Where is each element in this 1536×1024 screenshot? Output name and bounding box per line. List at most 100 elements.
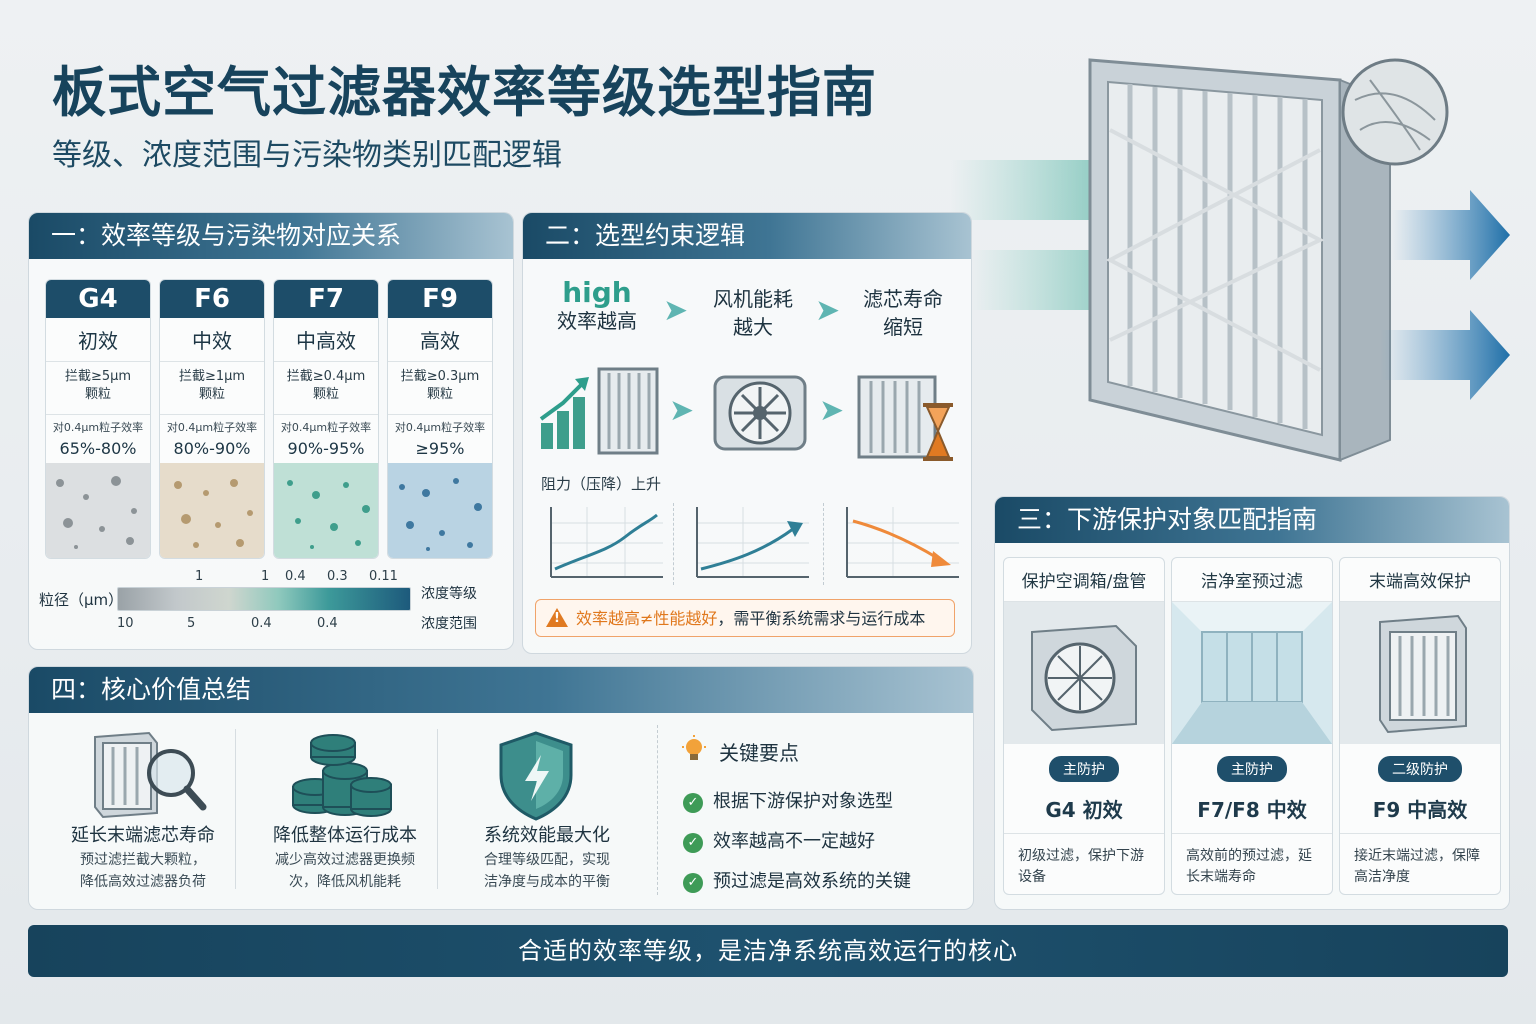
chart-divider xyxy=(673,503,674,585)
panel-downstream-match: 三：下游保护对象匹配指南 保护空调箱/盘管 主防护 G4 初效 初级过滤，保护下… xyxy=(994,496,1510,910)
scale-top-tick: 0.3 xyxy=(327,569,348,584)
grade-eff: 90%-95% xyxy=(287,439,365,458)
protect-card-ahu: 保护空调箱/盘管 主防护 G4 初效 初级过滤，保护下游设备 xyxy=(1003,557,1165,895)
keypoint-item: ✓根据下游保护对象选型 xyxy=(683,787,893,813)
keypoint-item: ✓预过滤是高效系统的关键 xyxy=(683,867,911,893)
keypoint-title: 关键要点 xyxy=(719,741,799,765)
protect-desc: 初级过滤，保护下游设备 xyxy=(1004,833,1164,888)
ahu-fan-illustration xyxy=(1004,602,1164,744)
scale-top-tick: 0.4 xyxy=(285,569,306,584)
particle-size-scale-bar xyxy=(117,587,411,611)
step-fan-energy: 风机能耗越大 xyxy=(713,287,793,339)
scale-bottom-tick: 5 xyxy=(187,616,196,631)
hero-filter-illustration xyxy=(950,58,1510,462)
check-icon: ✓ xyxy=(683,833,703,853)
check-icon: ✓ xyxy=(683,873,703,893)
arrow-right-icon: ➤ xyxy=(669,393,695,428)
panel2-heading: 二：选型约束逻辑 xyxy=(523,213,971,259)
warning-highlight: 效率越高≠性能越好 xyxy=(576,609,718,628)
coins-icon xyxy=(292,734,392,817)
protect-desc: 接近末端过滤，保障高洁净度 xyxy=(1340,833,1500,888)
scale-bottom-tick: 0.4 xyxy=(317,616,338,631)
scale-left-label: 粒径（μm） xyxy=(39,591,124,609)
footer-banner: 合适的效率等级，是洁净系统高效运行的核心 xyxy=(28,925,1508,977)
life-decline-chart xyxy=(846,507,959,578)
filter-frame xyxy=(1088,58,1391,462)
cleanroom-illustration xyxy=(1172,602,1332,744)
panel4-heading: 四：核心价值总结 xyxy=(29,667,973,713)
fan-icon xyxy=(713,375,807,451)
grade-eff-label: 对0.4μm粒子效率 xyxy=(274,414,378,435)
grade-name: 初效 xyxy=(78,329,118,353)
grade-eff-label: 对0.4μm粒子效率 xyxy=(160,414,264,435)
warning-icon xyxy=(546,608,568,627)
page-subtitle: 等级、浓度范围与污染物类别匹配逻辑 xyxy=(52,138,562,173)
protect-card-head: 末端高效保护 xyxy=(1340,558,1500,602)
value-desc: 合理等级匹配，实现洁净度与成本的平衡 xyxy=(484,852,610,890)
keypoint-divider xyxy=(657,725,658,895)
value-desc: 减少高效过滤器更换频次，降低风机能耗 xyxy=(275,852,415,890)
particle-dots-f9 xyxy=(388,463,492,558)
scale-right-label-bottom: 浓度范围 xyxy=(421,616,477,632)
particle-dots-f7 xyxy=(274,463,378,558)
warning-box: ! 效率越高≠性能越好，需平衡系统需求与运行成本 xyxy=(535,599,955,637)
hourglass-icon xyxy=(923,403,953,461)
protect-pill: 二级防护 xyxy=(1378,756,1462,782)
check-icon: ✓ xyxy=(683,793,703,813)
protect-desc: 高效前的预过滤，延长末端寿命 xyxy=(1172,833,1332,888)
grade-eff: 80%-90% xyxy=(173,439,251,458)
magnified-fiber-circle xyxy=(1341,58,1449,166)
panel-constraint-logic: 二：选型约束逻辑 high 效率越高 ➤ 风机能耗越大 ➤ 滤芯寿命缩短 ➤ ➤… xyxy=(522,212,972,654)
resistance-label: 阻力（压降）上升 xyxy=(541,475,662,493)
scale-top-tick: 0.11 xyxy=(369,569,398,584)
hepa-box-illustration xyxy=(1340,602,1500,744)
scale-top-tick: 1 xyxy=(195,569,204,584)
energy-rise-chart xyxy=(696,507,809,578)
lightbulb-icon xyxy=(682,735,706,760)
step-efficiency: high 效率越高 xyxy=(557,276,637,334)
warning-mark: ! xyxy=(554,611,560,626)
scale-bottom-tick: 0.4 xyxy=(251,616,272,631)
arrow-right-icon: ➤ xyxy=(819,393,845,428)
particle-dots-g4 xyxy=(46,463,150,558)
protect-card-cleanroom: 洁净室预过滤 主防护 F7/F8 中效 高效前的预过滤，延长末端寿命 xyxy=(1171,557,1333,895)
filter-magnifier-icon xyxy=(94,731,207,819)
particle-dots-f6 xyxy=(160,463,264,558)
filter-growth-icon xyxy=(539,367,659,455)
value-divider xyxy=(437,729,438,889)
grade-eff: ≥95% xyxy=(415,439,465,458)
scale-bottom-tick: 10 xyxy=(117,616,134,631)
grade-code: F7 xyxy=(274,280,378,318)
resistance-rise-chart xyxy=(550,507,663,578)
warning-rest: ，需平衡系统需求与运行成本 xyxy=(717,609,926,628)
panel3-heading: 三：下游保护对象匹配指南 xyxy=(995,497,1509,543)
value-title: 延长末端滤芯寿命 xyxy=(71,825,215,846)
airflow-out-arrows xyxy=(1380,190,1510,400)
grade-eff: 65%-80% xyxy=(59,439,137,458)
protect-pill: 主防护 xyxy=(1049,756,1119,782)
value-title: 降低整体运行成本 xyxy=(273,825,417,846)
grade-code: G4 xyxy=(46,280,150,318)
protect-card-head: 洁净室预过滤 xyxy=(1172,558,1332,602)
value-title: 系统效能最大化 xyxy=(484,825,610,846)
shield-icon xyxy=(499,731,573,821)
page-title: 板式空气过滤器效率等级选型指南 xyxy=(52,61,877,124)
grade-eff-label: 对0.4μm粒子效率 xyxy=(388,414,492,435)
scale-top-tick: 1 xyxy=(261,569,270,584)
arrow-right-icon: ➤ xyxy=(663,293,689,328)
scale-right-label-top: 浓度等级 xyxy=(421,586,477,602)
value-desc: 预过滤拦截大颗粒，降低高效过滤器负荷 xyxy=(80,852,206,890)
filter-hourglass-icon xyxy=(857,375,953,461)
grade-eff-label: 对0.4μm粒子效率 xyxy=(46,414,150,435)
grade-code: F9 xyxy=(388,280,492,318)
protect-grade: F9 中高效 xyxy=(1372,798,1468,822)
